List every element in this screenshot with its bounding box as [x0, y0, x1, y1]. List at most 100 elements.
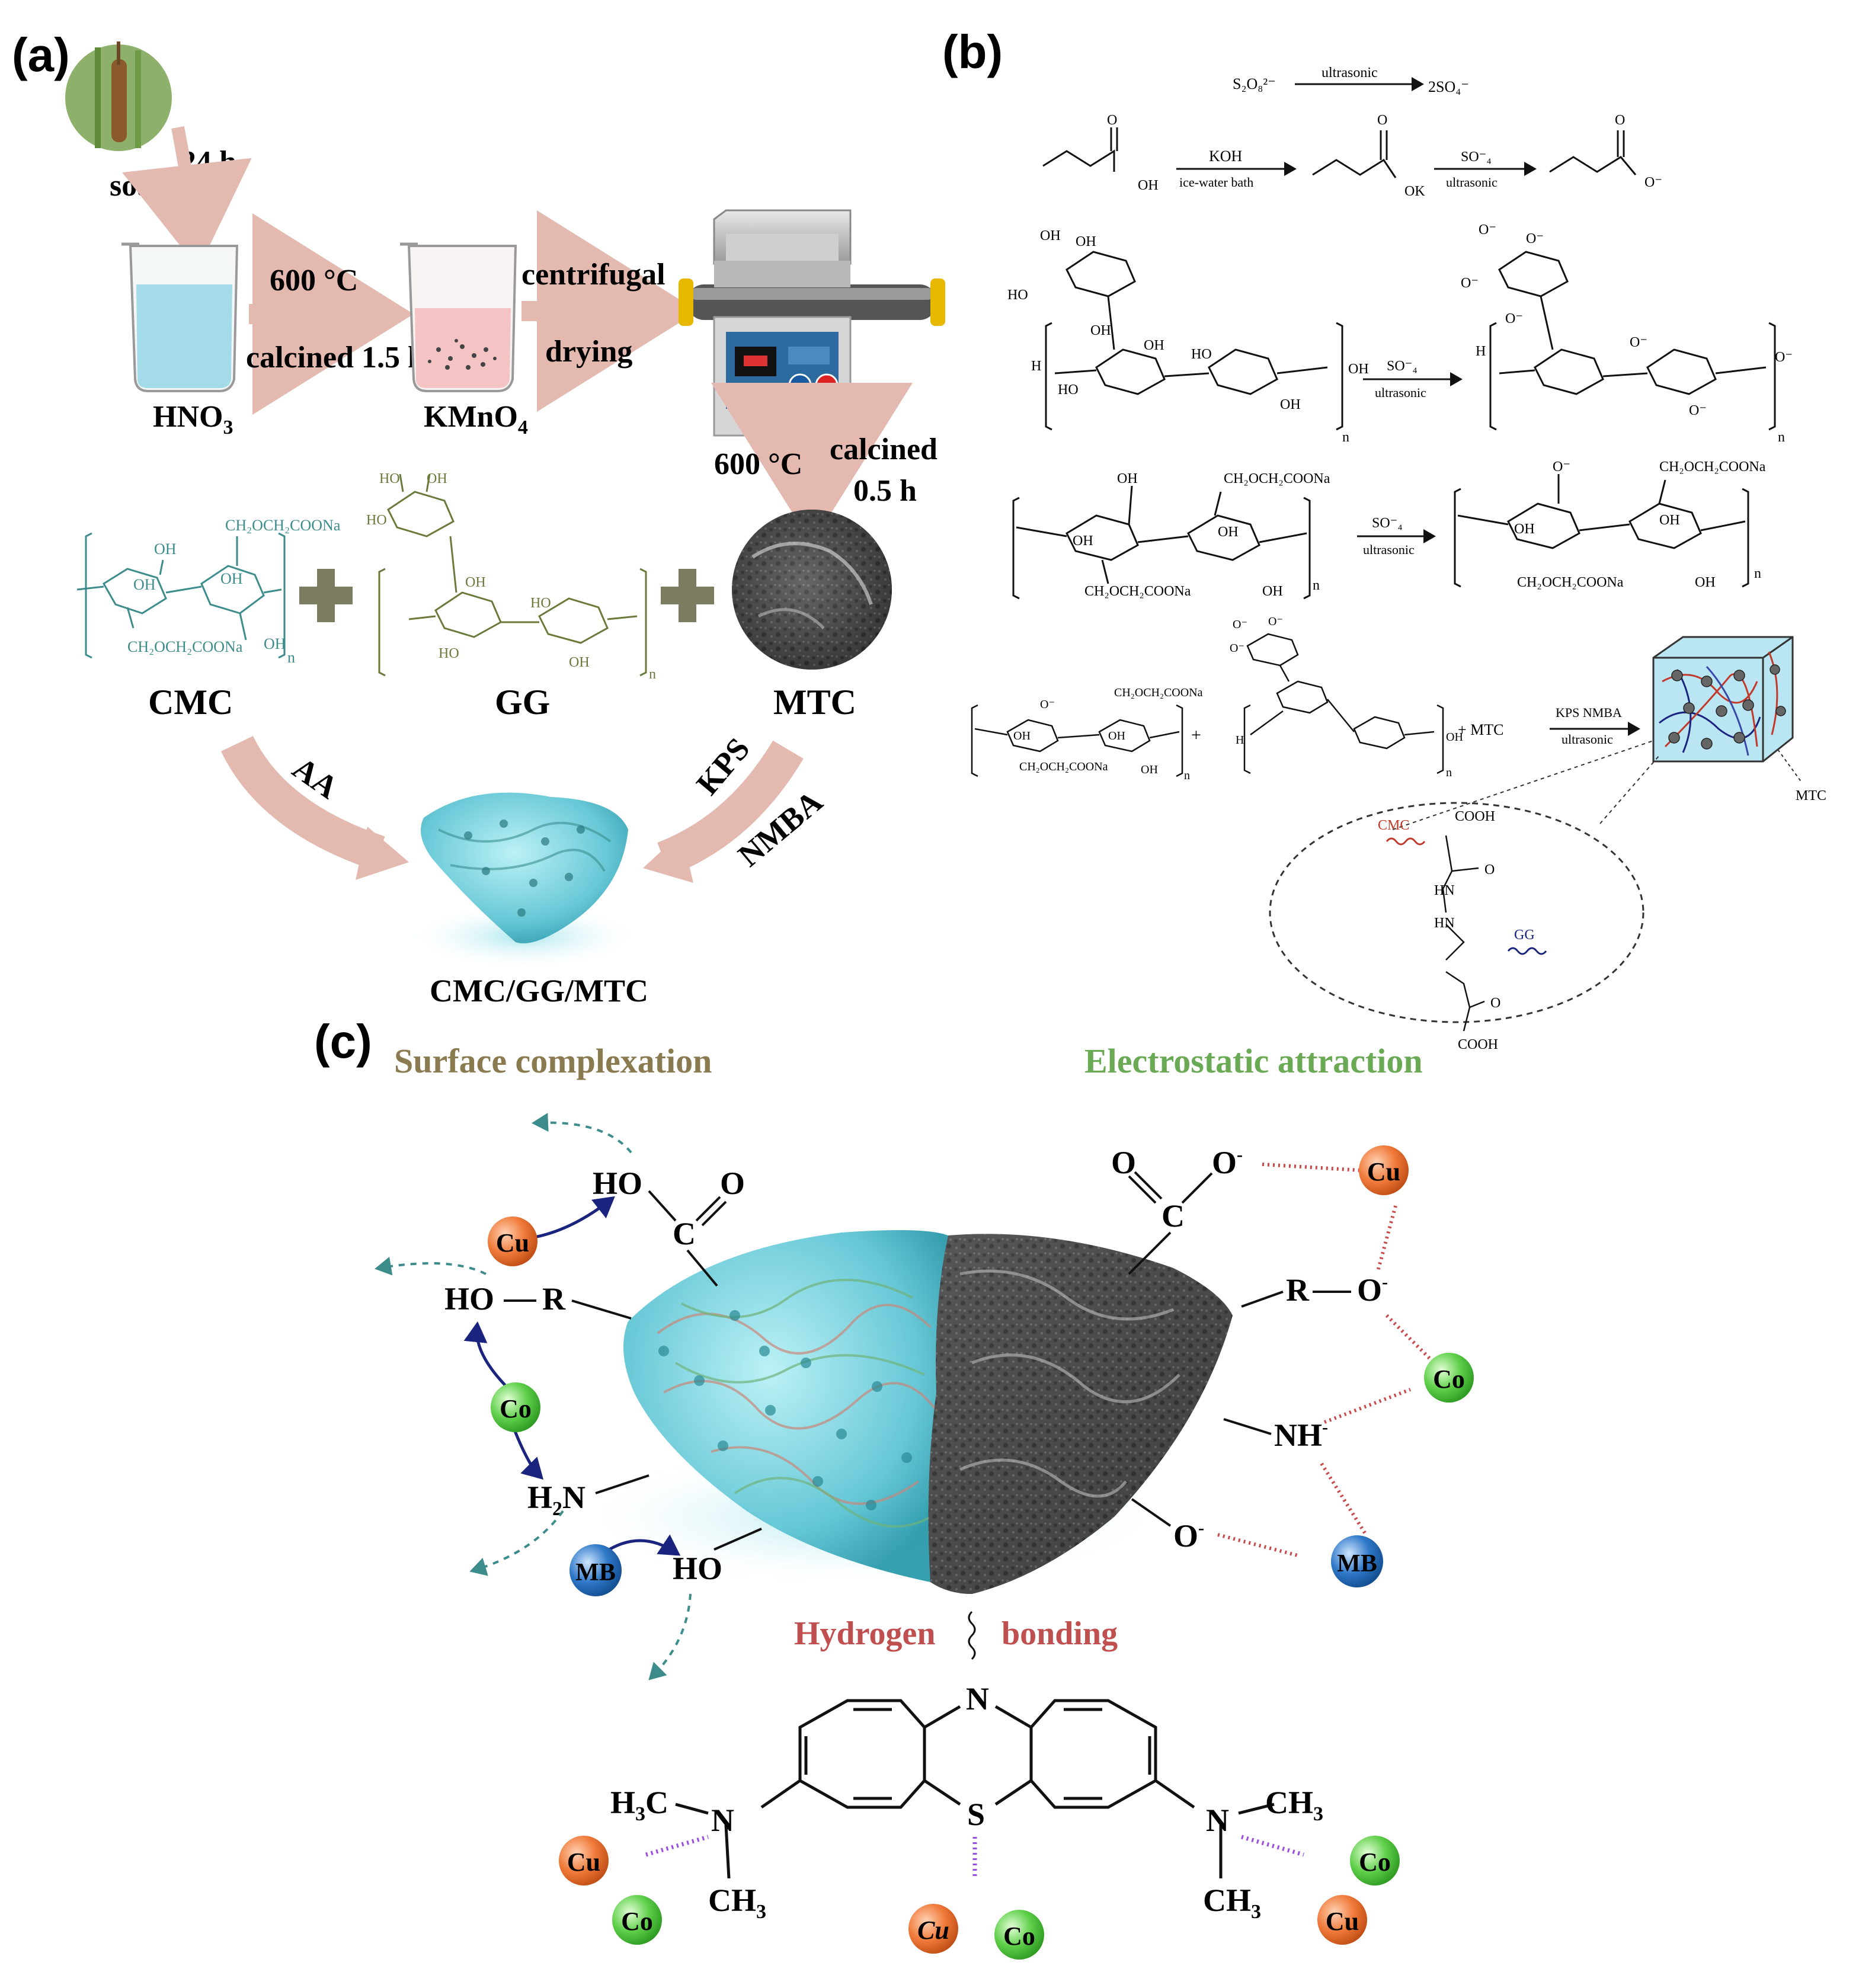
acrylic-acid	[1042, 127, 1118, 172]
svg-text:Co: Co	[621, 1907, 653, 1936]
svg-text:Co: Co	[1003, 1922, 1035, 1951]
so4-label-3: SO⁻₄	[1372, 516, 1403, 531]
svg-text:H: H	[1476, 344, 1486, 359]
svg-text:OH: OH	[1218, 524, 1239, 540]
svg-text:O: O	[1484, 862, 1495, 878]
svg-text:O⁻: O⁻	[1040, 698, 1055, 711]
cattail-photo	[65, 41, 172, 151]
cmc-radical-small-text: O⁻ CH₂OCH₂COONa OH OH CH₂OCH₂COONa OH n	[1013, 686, 1203, 782]
svg-text:CH3: CH3	[708, 1883, 766, 1923]
svg-text:O⁻: O⁻	[1230, 642, 1244, 655]
svg-text:GG: GG	[1514, 927, 1535, 943]
crosslink-structure	[1442, 835, 1485, 1032]
gg-radical-structure	[1489, 251, 1776, 431]
coo-ominus: O-	[1212, 1145, 1243, 1180]
ion-co-bl: Co	[612, 1895, 662, 1945]
svg-text:CH3: CH3	[1203, 1883, 1261, 1923]
mtc-pointer	[1777, 749, 1802, 783]
gg-radical-text: O⁻O⁻ O⁻O⁻ HO⁻ O⁻O⁻ n	[1461, 222, 1793, 445]
svg-text:OH: OH	[1108, 729, 1125, 742]
mtc-pointer-label: MTC	[1796, 788, 1826, 803]
svg-text:OH: OH	[1117, 471, 1138, 486]
svg-text:HO: HO	[1191, 347, 1212, 362]
kacr-o: O	[1377, 113, 1387, 128]
ultrasonic-3: ultrasonic	[1363, 542, 1415, 557]
svg-text:n: n	[1313, 578, 1320, 593]
methylene-blue-structure	[675, 1699, 1275, 1879]
svg-text:OH: OH	[427, 471, 447, 486]
svg-text:CH₂OCH₂COONa: CH₂OCH₂COONa	[1517, 575, 1624, 590]
panel-b-label: (b)	[942, 25, 1003, 78]
svg-text:O⁻: O⁻	[1526, 231, 1544, 247]
hydrogel-product	[406, 792, 643, 969]
svg-text:HO: HO	[439, 646, 459, 661]
left-functional-groups: HO O C HO R H2N HO	[444, 1166, 762, 1586]
svg-text:Co: Co	[1433, 1365, 1465, 1394]
rad-o: O	[1615, 113, 1625, 128]
svg-text:MB: MB	[1337, 1550, 1377, 1577]
svg-text:OH: OH	[220, 570, 243, 587]
svg-text:CH₂OCH₂COONa: CH₂OCH₂COONa	[1114, 686, 1203, 699]
svg-text:CH₂OCH₂COONa: CH₂OCH₂COONa	[225, 517, 341, 534]
svg-text:OH: OH	[1348, 361, 1369, 377]
coordination-bonds	[645, 1835, 1304, 1878]
so4-label-2: SO⁻₄	[1387, 358, 1418, 374]
gg-radical-small	[1243, 633, 1444, 774]
gg-wavy	[1507, 947, 1547, 955]
cmc-radical-small	[971, 704, 1183, 777]
hbond-wavy	[968, 1611, 976, 1660]
ion-cu-bl: Cu	[559, 1836, 609, 1885]
svg-text:N: N	[1206, 1803, 1229, 1838]
svg-text:HN: HN	[1434, 915, 1455, 931]
coo-c: C	[1162, 1198, 1185, 1234]
hor-ho: HO	[444, 1281, 494, 1317]
svg-text:n: n	[1184, 769, 1190, 782]
drying-label: drying	[545, 335, 632, 369]
svg-text:HN: HN	[1434, 883, 1455, 898]
600c-label: 600 °C	[270, 264, 358, 297]
svg-text:OH: OH	[1073, 533, 1093, 549]
svg-text:O⁻: O⁻	[1775, 350, 1793, 365]
kacr-ok: OK	[1404, 184, 1425, 199]
ion-cu-br: Cu	[1317, 1895, 1367, 1945]
svg-text:O: O	[1490, 995, 1500, 1011]
hno3-label: HNO3	[153, 400, 233, 438]
svg-text:O⁻: O⁻	[1233, 618, 1247, 631]
svg-text:OH: OH	[465, 575, 486, 590]
cmc-radical-text: O⁻ CH₂OCH₂COONa OH OH CH₂OCH₂COONa OH n	[1514, 459, 1766, 590]
soak-label: soak	[110, 169, 169, 203]
svg-text:CH₂OCH₂COONa: CH₂OCH₂COONa	[1659, 459, 1766, 475]
svg-text:OH: OH	[1090, 323, 1111, 338]
aa-arrow	[220, 735, 385, 870]
svg-text:OH: OH	[1695, 575, 1716, 590]
ion-co-right: Co	[1424, 1353, 1474, 1403]
ion-mb-left: MB	[569, 1544, 622, 1596]
zoom-line-2	[1599, 755, 1660, 824]
cmc-b-text: OH CH₂OCH₂COONa OH OH CH₂OCH₂COONa OH n	[1073, 471, 1330, 599]
svg-text:HO: HO	[379, 471, 400, 486]
gg-label: GG	[495, 683, 550, 722]
plus-b: +	[1191, 725, 1201, 745]
plus-sign-2	[661, 569, 714, 622]
svg-text:MB: MB	[575, 1559, 616, 1586]
calcined-label: calcined	[830, 433, 938, 466]
svg-text:COOH: COOH	[1455, 809, 1495, 824]
svg-text:Cu: Cu	[917, 1916, 949, 1945]
gg-structure	[378, 473, 647, 677]
svg-text:OH: OH	[154, 540, 177, 558]
svg-text:OH: OH	[1280, 397, 1301, 412]
so4-label-1: SO⁻₄	[1461, 149, 1492, 165]
svg-text:OH: OH	[133, 576, 156, 593]
panel-c: (c) Surface complexation Electrostatic a…	[314, 1015, 1474, 1960]
svg-text:n: n	[1778, 430, 1785, 445]
surface-complexation-title: Surface complexation	[394, 1042, 712, 1080]
aa-o: O	[1107, 113, 1117, 128]
svg-text:O⁻: O⁻	[1461, 276, 1479, 291]
ion-cu-right-top: Cu	[1359, 1145, 1409, 1195]
svg-text:N: N	[711, 1803, 734, 1838]
potassium-acrylate	[1312, 130, 1397, 178]
svg-text:CH₂OCH₂COONa: CH₂OCH₂COONa	[1084, 584, 1191, 599]
svg-text:O⁻: O⁻	[1505, 311, 1523, 326]
600c-b-label: 600 °C	[714, 447, 802, 481]
